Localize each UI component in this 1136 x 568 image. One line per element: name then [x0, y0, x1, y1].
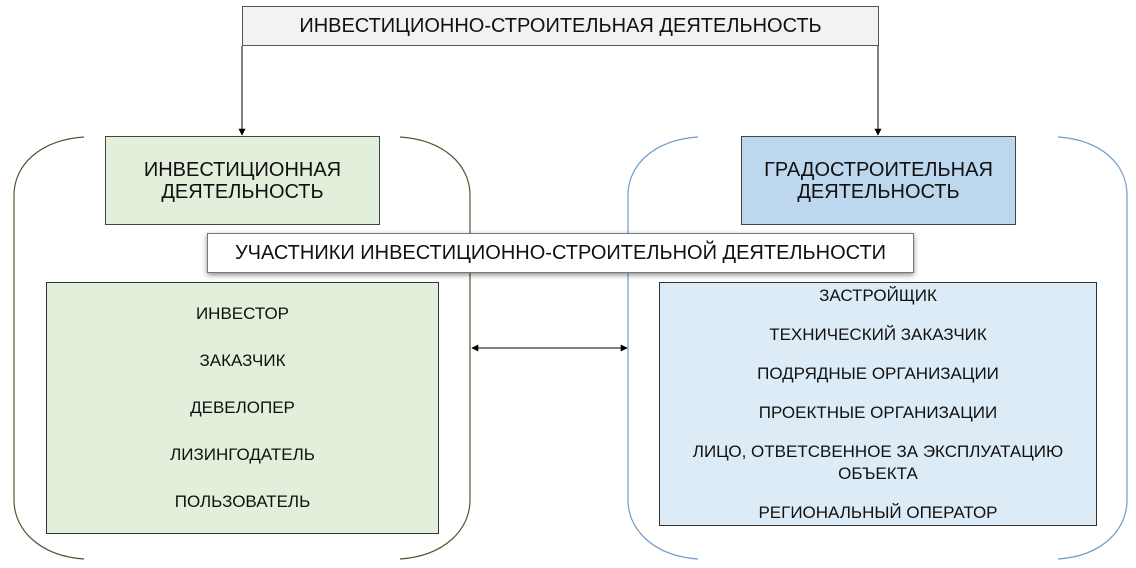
investment-participants-list: ИНВЕСТОР ЗАКАЗЧИК ДЕВЕЛОПЕР ЛИЗИНГОДАТЕЛ… [46, 282, 439, 534]
list-item: ЗАСТРОЙЩИК [819, 286, 937, 305]
list-item: ТЕХНИЧЕСКИЙ ЗАКАЗЧИК [769, 325, 987, 344]
list-item: ЛИЦО, ОТВЕТСВЕННОЕ ЗА ЭКСПЛУАТАЦИЮ ОБЪЕК… [692, 442, 1064, 483]
list-item: РЕГИОНАЛЬНЫЙ ОПЕРАТОР [758, 503, 998, 522]
urban-heading-line-2: ДЕЯТЕЛЬНОСТЬ [797, 180, 960, 203]
list-item: ПРОЕКТНЫЕ ОРГАНИЗАЦИИ [758, 403, 998, 422]
list-item: ДЕВЕЛОПЕР [190, 397, 295, 417]
right-bracket-left-arc [627, 136, 699, 560]
top-title: ИНВЕСТИЦИОННО-СТРОИТЕЛЬНАЯ ДЕЯТЕЛЬНОСТЬ [299, 14, 822, 37]
left-bracket-left-arc [13, 136, 85, 560]
left-bracket-right-arc [399, 136, 471, 560]
participants-title: УЧАСТНИКИ ИНВЕСТИЦИОННО-СТРОИТЕЛЬНОЙ ДЕЯ… [234, 241, 887, 264]
list-item: ЛИЗИНГОДАТЕЛЬ [170, 444, 315, 464]
investment-heading-line-1: ИНВЕСТИЦИОННАЯ [143, 158, 342, 181]
urban-heading-line-1: ГРАДОСТРОИТЕЛЬНАЯ [764, 158, 993, 181]
list-item: ПОЛЬЗОВАТЕЛЬ [174, 491, 311, 511]
list-item: ЗАКАЗЧИК [199, 351, 286, 371]
urban-planning-participants-list: ЗАСТРОЙЩИК ТЕХНИЧЕСКИЙ ЗАКАЗЧИК ПОДРЯДНЫ… [659, 282, 1097, 526]
participants-title-box: УЧАСТНИКИ ИНВЕСТИЦИОННО-СТРОИТЕЛЬНОЙ ДЕЯ… [207, 233, 914, 273]
list-item: ИНВЕСТОР [195, 304, 290, 324]
list-item: ПОДРЯДНЫЕ ОРГАНИЗАЦИИ [757, 364, 999, 383]
right-bracket-right-arc [1057, 136, 1128, 560]
investment-heading-line-2: ДЕЯТЕЛЬНОСТЬ [161, 180, 324, 203]
investment-activity-box: ИНВЕСТИЦИОННАЯ ДЕЯТЕЛЬНОСТЬ [105, 136, 380, 225]
top-title-box: ИНВЕСТИЦИОННО-СТРОИТЕЛЬНАЯ ДЕЯТЕЛЬНОСТЬ [242, 6, 879, 46]
urban-planning-activity-box: ГРАДОСТРОИТЕЛЬНАЯ ДЕЯТЕЛЬНОСТЬ [741, 136, 1016, 225]
